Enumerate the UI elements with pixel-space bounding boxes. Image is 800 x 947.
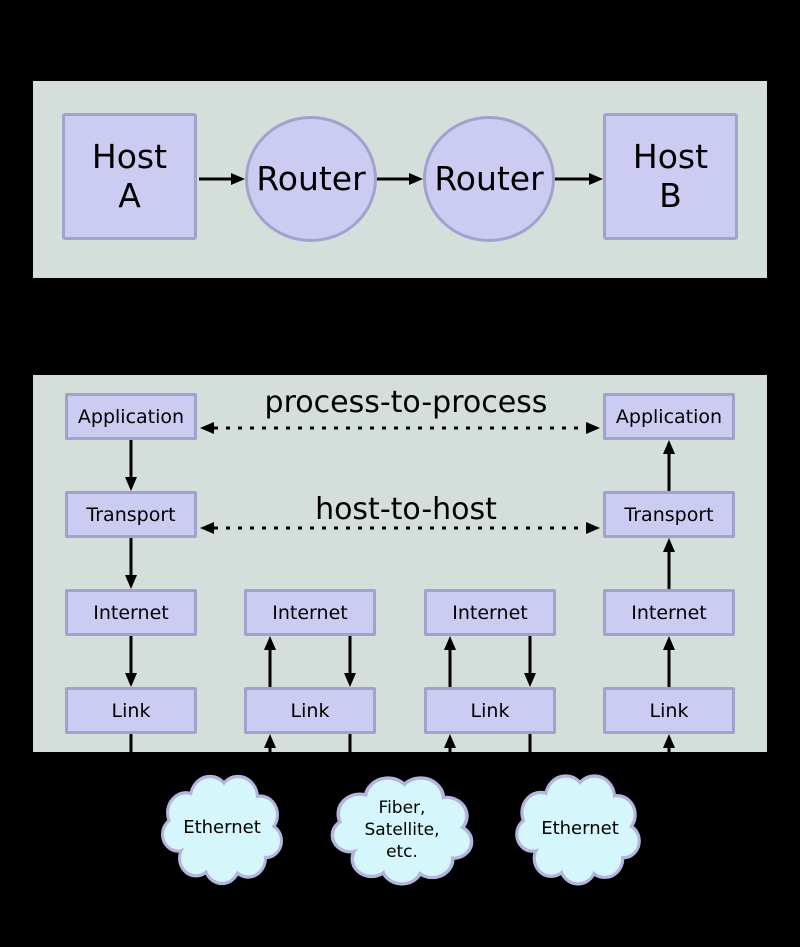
router-1-internet-layer: Internet [244,589,376,636]
router-2-node: Router [423,116,555,242]
host-to-host-label: host-to-host [315,492,497,527]
host-a-internet-layer: Internet [65,589,197,636]
router-1-node: Router [245,116,377,242]
router-2-internet-layer: Internet [424,589,556,636]
fiber-satellite-cloud-label: Fiber, Satellite, etc. [364,798,440,862]
host-a-link-layer: Link [65,687,197,734]
host-b-transport-layer: Transport [603,491,735,538]
router-1-link-layer: Link [244,687,376,734]
protocol-stack-panel: process-to-process host-to-host Applicat… [33,375,767,752]
host-b-internet-layer: Internet [603,589,735,636]
host-a-transport-layer: Transport [65,491,197,538]
ethernet-cloud-right-label: Ethernet [541,818,619,839]
network-path-panel: Host A Router Router Host B [33,81,767,278]
process-to-process-label: process-to-process [264,385,548,420]
router-2-link-layer: Link [424,687,556,734]
host-b-application-layer: Application [603,393,735,440]
host-a-application-layer: Application [65,393,197,440]
host-a-node: Host A [62,113,197,240]
ethernet-cloud-left-label: Ethernet [183,817,261,838]
host-b-node: Host B [603,113,738,240]
host-b-link-layer: Link [603,687,735,734]
